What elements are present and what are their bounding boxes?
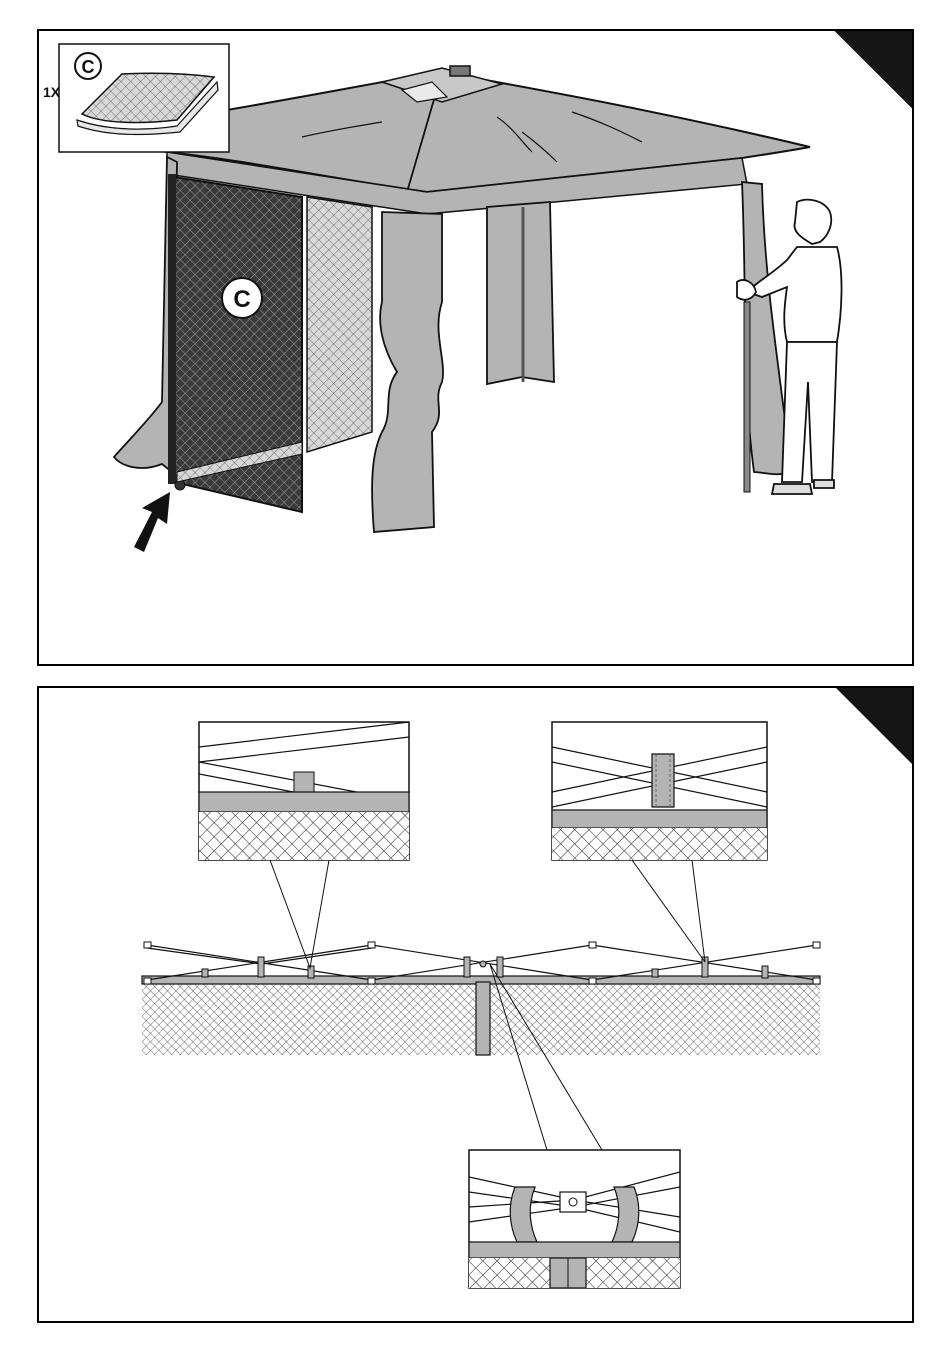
detail-callout-center [469, 1150, 680, 1288]
step-corner-mark-1 [834, 29, 914, 109]
panel-label-c: C [233, 286, 250, 313]
step-panel-2 [37, 686, 914, 1323]
front-curtain-bunched [372, 212, 443, 532]
step-panel-1: C 1X C [37, 29, 914, 666]
detail-callout-left [199, 722, 409, 860]
detail-callout-right [552, 722, 767, 860]
gazebo-netting-illustration: C 1X C [39, 31, 914, 666]
center-post [476, 982, 490, 1055]
netting-attachment-diagram [39, 688, 914, 1323]
left-curtain [114, 157, 177, 472]
insertion-arrow [134, 492, 170, 552]
back-curtain [487, 202, 554, 384]
part-quantity: 1X [43, 84, 61, 100]
part-label-c: C [82, 57, 95, 77]
step-corner-mark-2 [834, 686, 914, 766]
